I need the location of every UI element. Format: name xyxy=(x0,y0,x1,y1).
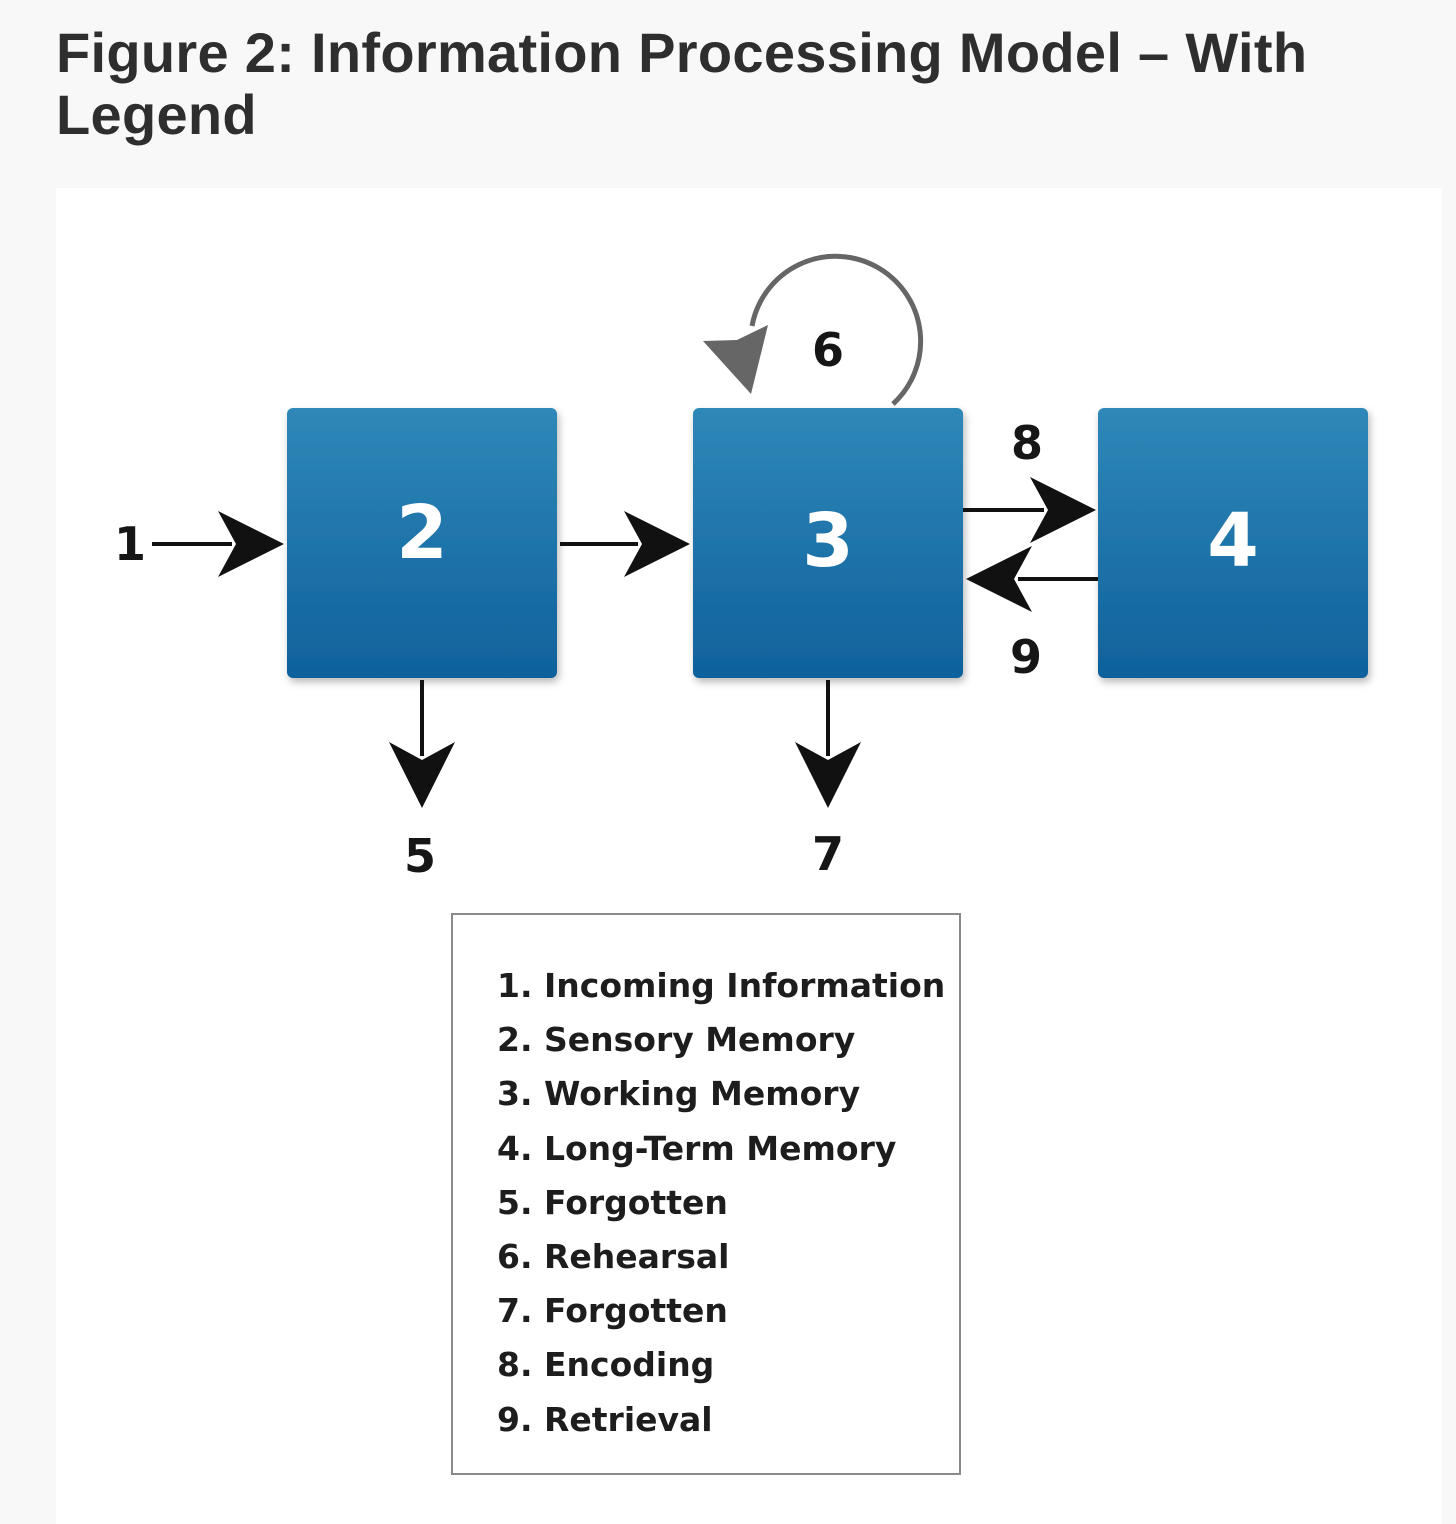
arrow-incoming xyxy=(152,511,284,577)
arrow-forgotten-working xyxy=(795,680,861,808)
box-long-term-memory: 4 xyxy=(1098,408,1368,678)
label-encoding: 8 xyxy=(1011,416,1043,470)
box-sensory-memory: 2 xyxy=(287,408,557,678)
page-title: Figure 2: Information Processing Model –… xyxy=(56,21,1308,146)
box-label-working: 3 xyxy=(802,498,854,584)
legend-item: 3. Working Memory xyxy=(497,1074,861,1114)
label-incoming: 1 xyxy=(114,517,146,571)
legend-box: 1. Incoming Information 2. Sensory Memor… xyxy=(451,913,961,1475)
arrow-retrieval xyxy=(966,546,1098,612)
legend-item: 5. Forgotten xyxy=(497,1182,728,1222)
arrow-encoding xyxy=(963,477,1096,543)
legend-item: 6. Rehearsal xyxy=(497,1237,730,1277)
box-label-long-term: 4 xyxy=(1207,498,1259,584)
legend-item: 1. Incoming Information xyxy=(497,966,946,1005)
arrow-forgotten-sensory xyxy=(389,680,455,808)
legend-list: 1. Incoming Information 2. Sensory Memor… xyxy=(497,959,945,1447)
legend-item: 2. Sensory Memory xyxy=(497,1020,856,1060)
box-working-memory: 3 xyxy=(693,408,963,678)
arrow-rehearsal-loop xyxy=(703,253,924,406)
legend-item: 9. Retrieval xyxy=(497,1399,713,1439)
arrow-sensory-to-working xyxy=(560,511,690,577)
label-rehearsal: 6 xyxy=(812,323,844,377)
legend-item: 7. Forgotten xyxy=(497,1291,728,1331)
label-forgotten-sensory: 5 xyxy=(404,829,436,883)
label-forgotten-working: 7 xyxy=(812,827,844,881)
legend-item: 4. Long-Term Memory xyxy=(497,1128,897,1168)
box-label-sensory: 2 xyxy=(396,490,448,576)
legend-item: 8. Encoding xyxy=(497,1345,715,1385)
label-retrieval: 9 xyxy=(1010,630,1042,684)
